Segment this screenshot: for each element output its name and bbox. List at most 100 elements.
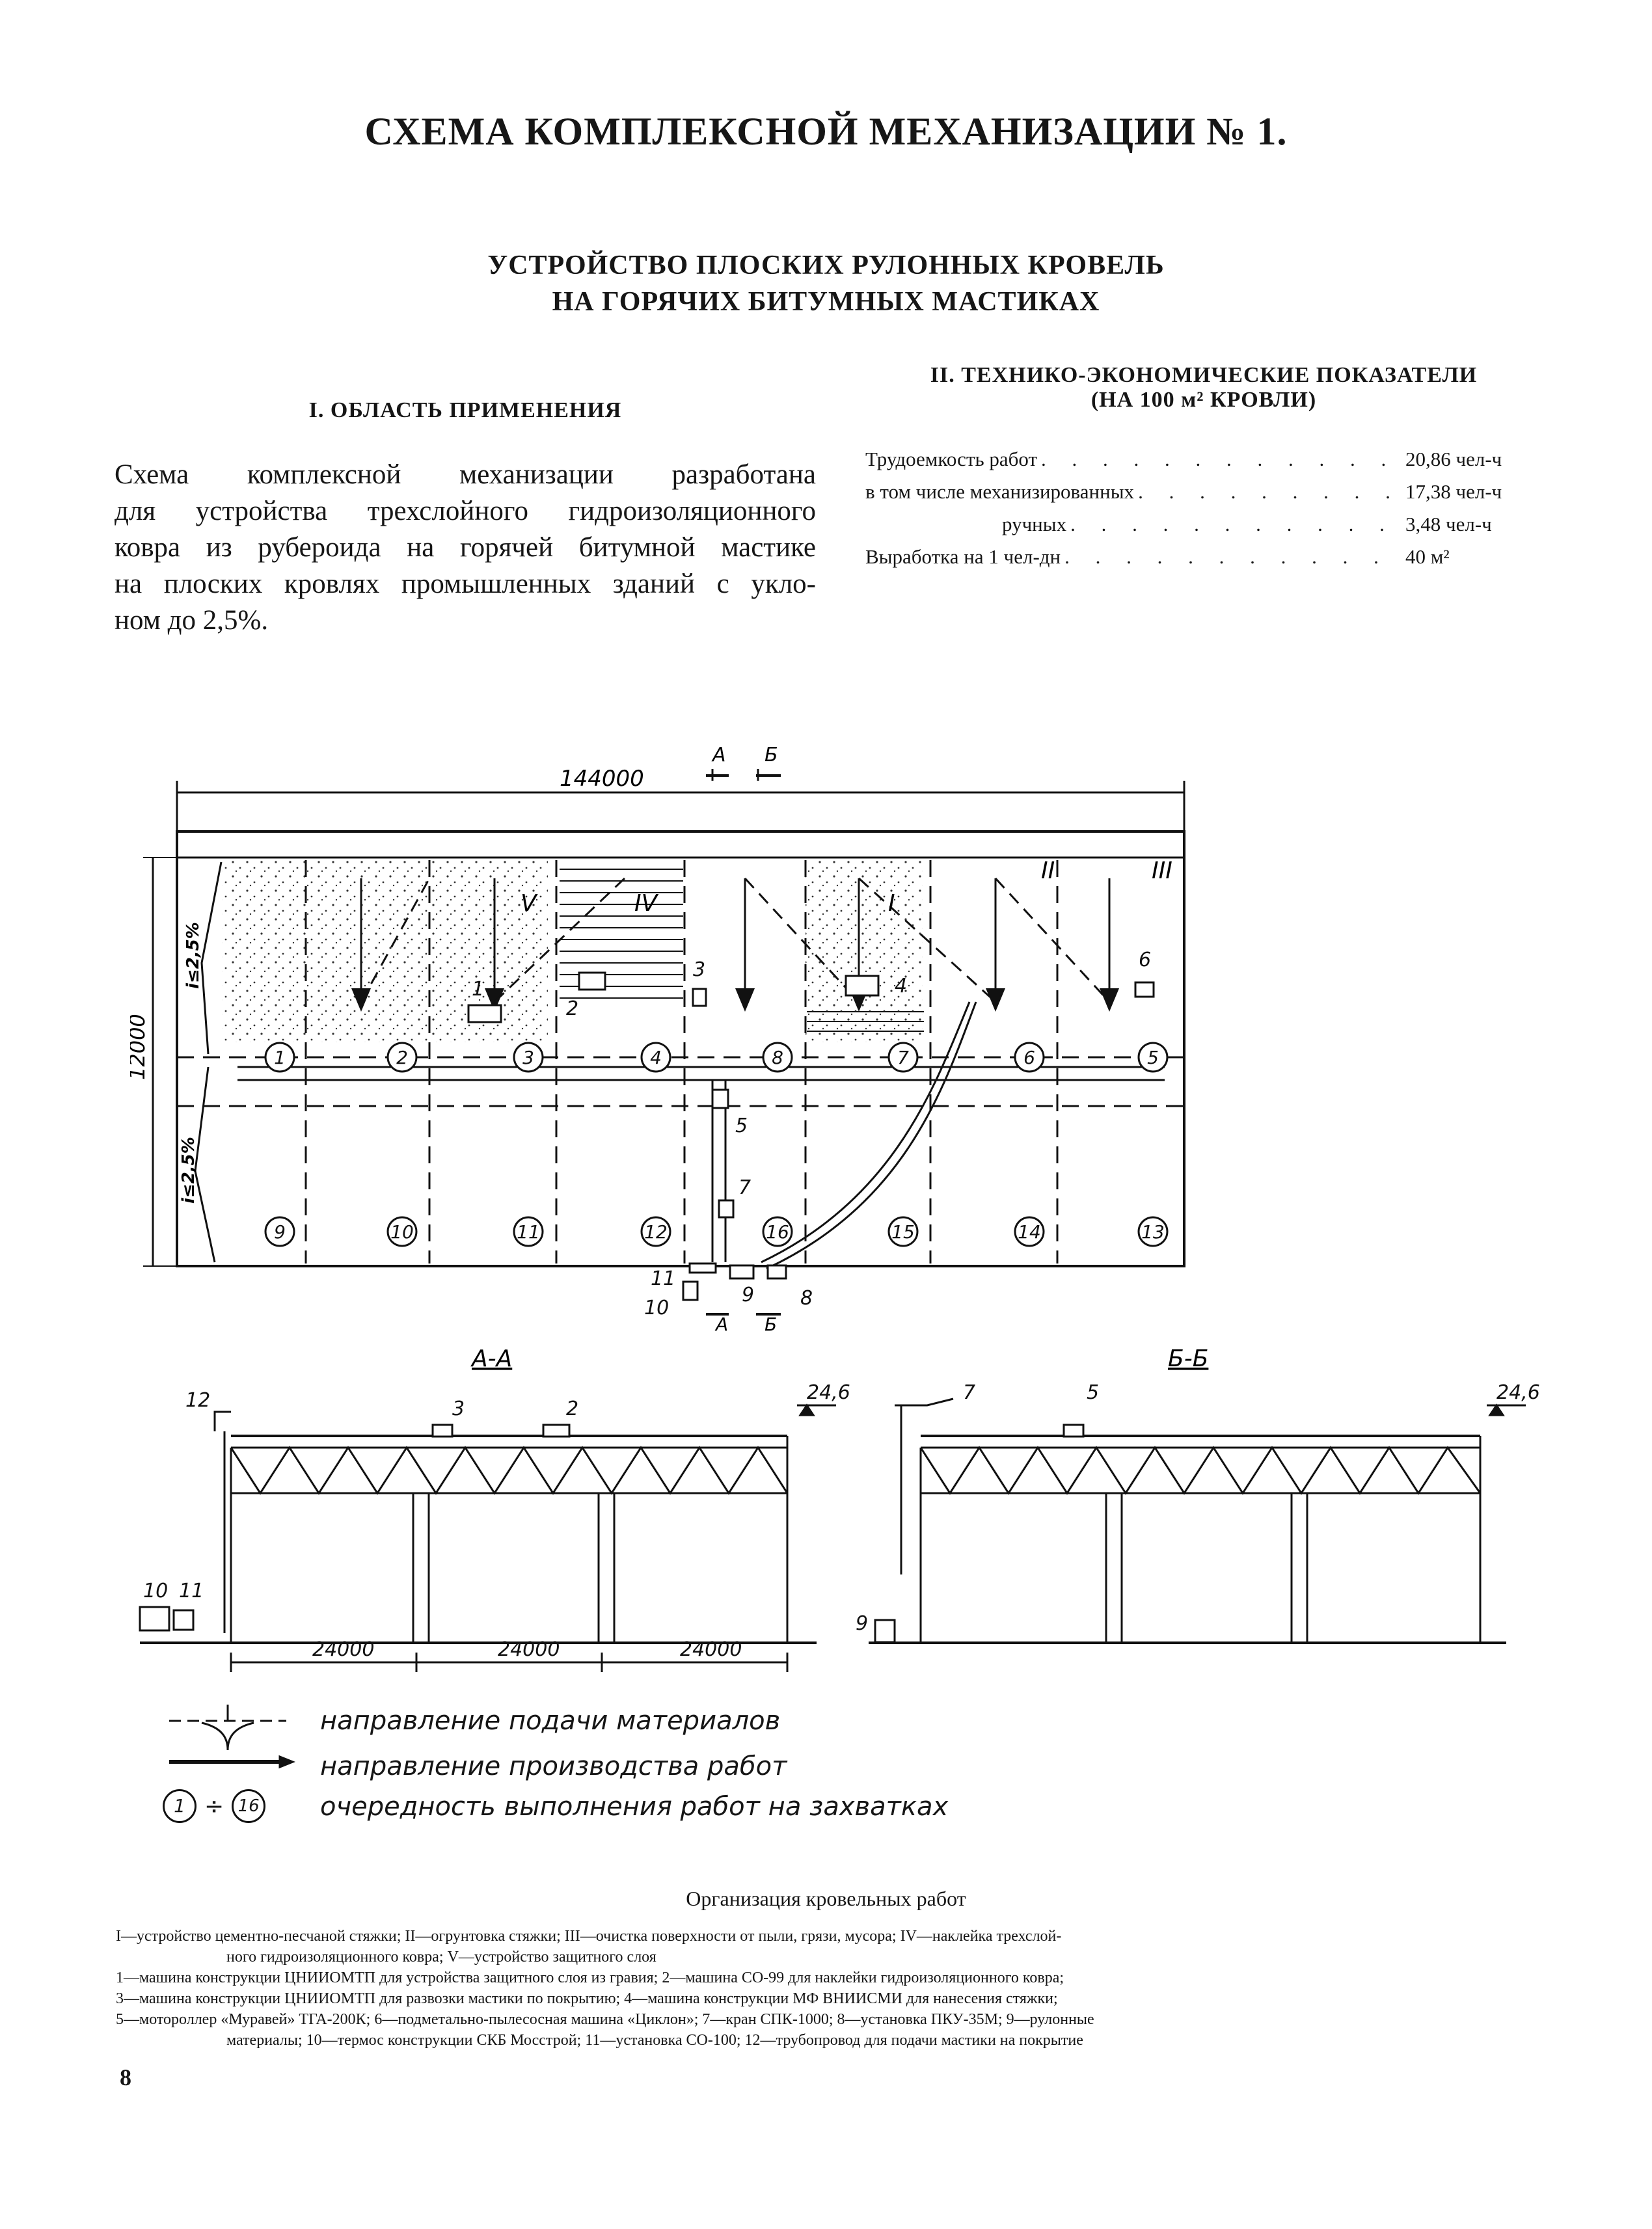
indicator-value: 40 м² — [1405, 545, 1450, 568]
leader-dots: . . . . . . . . . . . . . . . . . . — [1070, 513, 1405, 535]
section-bb-label: 5 — [1087, 1381, 1099, 1404]
machine-label: 5 — [735, 1114, 748, 1137]
section-aa-label: 10 — [143, 1580, 168, 1602]
leader-dots: . . . . . . . . . . . . . . . . . . — [1138, 480, 1405, 503]
section2-heading: II. ТЕХНИКО-ЭКОНОМИЧЕСКИЕ ПОКАЗАТЕЛИ (НА… — [859, 363, 1549, 412]
section-aa-label: 12 — [185, 1389, 210, 1412]
section-aa-title: А-А — [470, 1345, 512, 1372]
subtitle-line-1: УСТРОЙСТВО ПЛОСКИХ РУЛОННЫХ КРОВЕЛЬ — [487, 250, 1165, 280]
zone-label: I — [888, 890, 895, 917]
zone-label: IV — [634, 890, 659, 917]
machine-label: 11 — [651, 1267, 675, 1290]
grip-number: 16 — [766, 1221, 789, 1243]
grip-number: 14 — [1018, 1221, 1041, 1243]
grip-number: 3 — [522, 1047, 534, 1068]
indicator-value: 20,86 чел-ч — [1405, 448, 1502, 470]
machine-1-icon — [467, 1004, 502, 1023]
indicator-row: Трудоемкость работ . . . . . . . . . . .… — [865, 448, 1536, 480]
machine-label: 6 — [1139, 949, 1151, 971]
machine-2-icon — [578, 971, 606, 991]
paragraph-line: Схема комплексной механизации разработан… — [115, 459, 816, 490]
section1-paragraph: Схема комплексной механизации разработан… — [115, 457, 816, 639]
caption-line: материалы; 10—термос конструкции СКБ Мос… — [226, 2032, 1083, 2049]
machine-6-icon — [1134, 981, 1155, 998]
caption-line: I—устройство цементно-песчаной стяжки; I… — [116, 1928, 1062, 1945]
section-bb — [869, 1398, 1526, 1644]
paragraph-line: ном до 2,5%. — [115, 605, 269, 636]
legend-supply: направление подачи материалов — [320, 1706, 781, 1736]
building-outline — [176, 830, 1185, 1267]
section2-heading-line-1: II. ТЕХНИКО-ЭКОНОМИЧЕСКИЕ ПОКАЗАТЕЛИ — [930, 363, 1478, 387]
section-b-marker: Б — [765, 744, 778, 766]
caption-line: ного гидроизоляционного ковра; V—устройс… — [226, 1949, 657, 1966]
grip-number: 15 — [891, 1221, 915, 1243]
order-end-icon: 16 — [232, 1789, 266, 1823]
indicators-table: Трудоемкость работ . . . . . . . . . . .… — [865, 448, 1536, 578]
legend-order: очередность выполнения работ на захватка… — [320, 1792, 949, 1822]
grip-number: 12 — [644, 1221, 668, 1243]
caption-notes: I—устройство цементно-песчаной стяжки; I… — [116, 1926, 1547, 2051]
caption-line: 5—мотороллер «Муравей» ТГА-200К; 6—подме… — [116, 2011, 1094, 2028]
machine-7-icon — [718, 1199, 735, 1219]
width-dimension: 12000 — [130, 1014, 150, 1080]
indicator-label: Трудоемкость работ — [865, 448, 1038, 470]
elevation-mark-bb: 24,6 — [1496, 1381, 1540, 1404]
span-dimension: 24000 — [312, 1638, 374, 1661]
machine-10-icon — [682, 1280, 699, 1301]
legend-work: направление производства работ — [320, 1751, 787, 1781]
grip-number: 13 — [1141, 1221, 1165, 1243]
grip-number: 5 — [1147, 1047, 1159, 1068]
slope-label-lower: i≤2,5% — [179, 1137, 198, 1204]
machine-3-icon — [692, 988, 707, 1007]
indicator-label: Выработка на 1 чел-дн — [865, 545, 1061, 568]
indicator-label: в том числе механизированных — [865, 480, 1135, 503]
span-dimension: 24000 — [680, 1638, 742, 1661]
grip-number: 7 — [897, 1047, 909, 1068]
machine-8-icon — [766, 1264, 787, 1280]
section-aa-label: 3 — [452, 1398, 465, 1420]
grip-number: 4 — [650, 1047, 662, 1068]
order-start-icon: 1 — [163, 1789, 196, 1823]
section-views-drawing: А-А Б-Б 24000 24000 24000 24,6 12 3 2 10 — [139, 1345, 1540, 1672]
section-bb-label: 9 — [856, 1612, 868, 1635]
zone-label: III — [1152, 858, 1172, 884]
machine-label: 9 — [742, 1284, 754, 1306]
page-number: 8 — [120, 2064, 131, 2090]
caption-title: Организация кровельных работ — [686, 1887, 966, 1910]
span-dimension: 24000 — [498, 1638, 560, 1661]
grip-number: 1 — [274, 1047, 286, 1068]
grip-number: 8 — [772, 1047, 783, 1068]
subtitle-line-2: НА ГОРЯЧИХ БИТУМНЫХ МАСТИКАХ — [552, 287, 1100, 317]
order-range-separator: ÷ — [204, 1792, 224, 1820]
indicator-value: 17,38 чел-ч — [1405, 480, 1502, 503]
machine-11-icon — [688, 1262, 717, 1274]
machine-label: 7 — [738, 1176, 751, 1199]
section-b-marker-bottom: Б — [765, 1314, 777, 1334]
roof-plan-drawing: 144000 А Б 12000 i≤2,5% i≤2,5% — [130, 744, 1185, 1334]
zone-label: V — [521, 890, 538, 917]
paragraph-line: для устройства трехслойного гидроизоляци… — [115, 496, 816, 526]
grip-number: 6 — [1023, 1047, 1035, 1068]
machine-label: 2 — [566, 997, 578, 1020]
section2-heading-line-2: (НА 100 м² КРОВЛИ) — [1090, 388, 1317, 412]
machine-4-icon — [845, 975, 880, 997]
section-a-marker: А — [711, 744, 726, 766]
machine-label: 10 — [644, 1297, 669, 1319]
machine-5-icon — [711, 1088, 729, 1109]
paragraph-line: на плоских кровлях промышленных зданий с… — [115, 569, 816, 599]
section-bb-title: Б-Б — [1168, 1345, 1208, 1372]
section-aa-label: 11 — [179, 1580, 204, 1602]
indicator-row: в том числе механизированных . . . . . .… — [865, 480, 1536, 513]
machine-label: 4 — [895, 975, 907, 997]
grip-number: 2 — [396, 1047, 408, 1068]
length-dimension: 144000 — [560, 766, 644, 792]
zone-label: II — [1041, 858, 1055, 884]
slope-label-upper: i≤2,5% — [183, 922, 203, 989]
section-a-marker-bottom: А — [714, 1314, 728, 1334]
legend-order-symbol: 1 ÷ 16 — [163, 1789, 266, 1823]
section-bb-label: 7 — [963, 1381, 975, 1404]
grip-number: 11 — [517, 1221, 540, 1243]
indicator-row: Выработка на 1 чел-дн . . . . . . . . . … — [865, 545, 1536, 578]
screed-area-right — [806, 860, 923, 1042]
material-supply-route — [237, 1001, 1165, 1270]
